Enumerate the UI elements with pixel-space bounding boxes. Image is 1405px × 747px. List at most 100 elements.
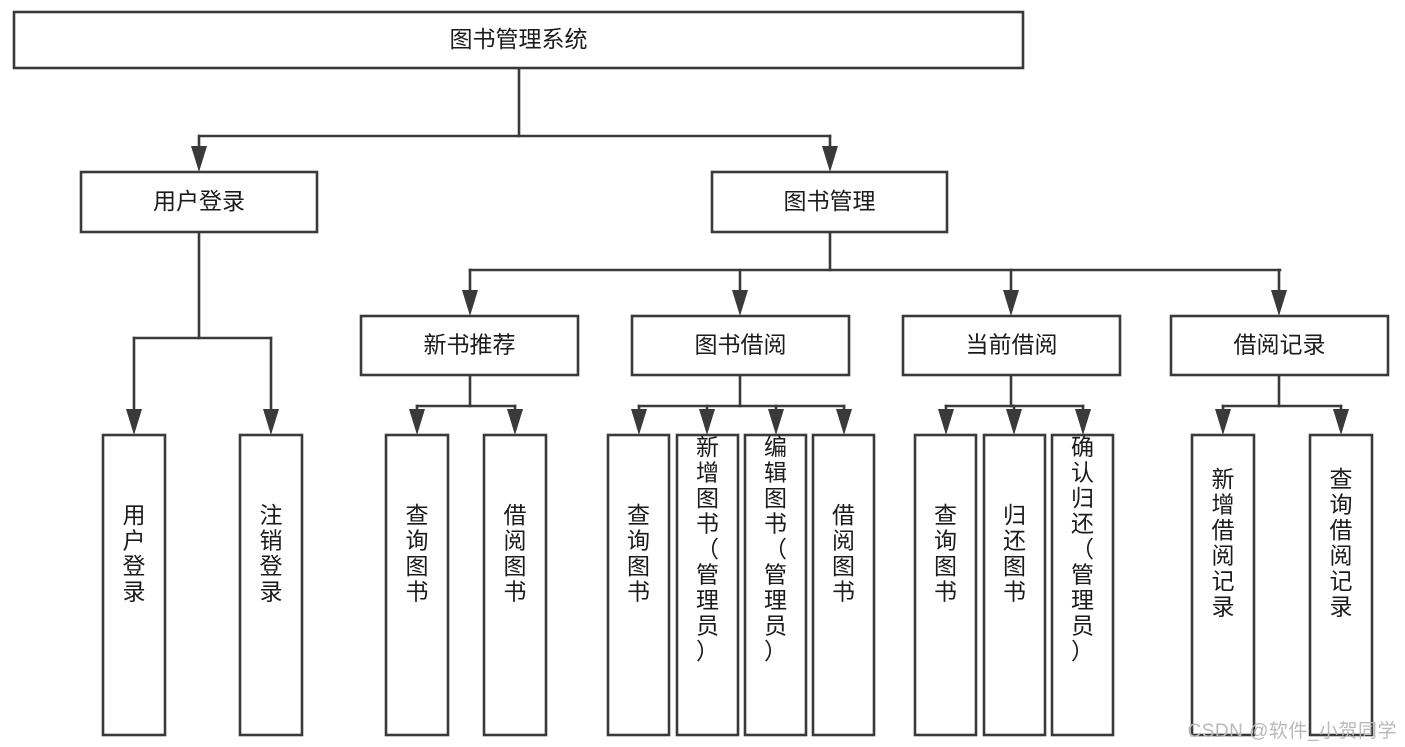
- node-box[interactable]: [238, 433, 304, 737]
- arrow-head-icon: [631, 409, 647, 435]
- arrow-head-icon: [836, 409, 852, 435]
- node-label: 借阅图书: [832, 502, 855, 605]
- node-label: 借阅图书: [504, 502, 527, 605]
- connector-arrow-leaf: [263, 336, 279, 435]
- node-current-borrow[interactable]: 当前借阅: [901, 314, 1122, 377]
- connector-arrow-leaf: [699, 404, 715, 435]
- node-label: 确认归还（管理员）: [1071, 434, 1094, 664]
- node-box[interactable]: [1169, 314, 1390, 377]
- connector-arrow-level3: [732, 268, 748, 316]
- node-box[interactable]: [606, 433, 671, 737]
- node-label: 编辑图书（管理员）: [764, 434, 787, 664]
- connector-bus-new-book-recommend: [415, 373, 517, 408]
- arrow-head-icon: [507, 409, 523, 435]
- node-leaf-return-book[interactable]: 归还图书: [982, 433, 1047, 737]
- arrow-head-icon: [699, 409, 715, 435]
- node-label: 借阅记录: [1234, 332, 1326, 358]
- node-box[interactable]: [1308, 433, 1374, 737]
- node-leaf-add-borrow-record[interactable]: 新增借阅记录: [1190, 433, 1256, 737]
- connector-arrow-level2: [822, 134, 838, 172]
- connector-bus-book-borrow: [637, 373, 846, 408]
- node-label: 查询借阅记录: [1330, 466, 1353, 620]
- arrow-head-icon: [768, 409, 784, 435]
- node-label: 新书推荐: [424, 332, 516, 358]
- arrow-head-icon: [1003, 290, 1019, 316]
- node-box[interactable]: [482, 433, 548, 737]
- arrow-head-icon: [126, 409, 142, 435]
- node-leaf-edit-book-admin[interactable]: 编辑图书（管理员）: [743, 433, 808, 737]
- connector-arrow-leaf: [836, 404, 852, 435]
- arrow-head-icon: [822, 146, 838, 172]
- arrow-head-icon: [938, 409, 954, 435]
- node-label: 查询图书: [627, 502, 650, 605]
- node-box[interactable]: [913, 433, 978, 737]
- node-label: 图书借阅: [695, 332, 787, 358]
- node-leaf-query-borrow-record[interactable]: 查询借阅记录: [1308, 433, 1374, 737]
- connector-bus-book-management: [468, 230, 1282, 272]
- node-book-borrow[interactable]: 图书借阅: [630, 314, 851, 377]
- node-layer: 图书管理系统用户登录图书管理新书推荐图书借阅当前借阅借阅记录用户登录注销登录查询…: [12, 10, 1390, 737]
- connector-bus-borrow-record: [1221, 373, 1343, 408]
- arrow-head-icon: [409, 409, 425, 435]
- node-leaf-query-book-borrow[interactable]: 查询图书: [606, 433, 671, 737]
- connector-arrow-level3: [462, 268, 478, 316]
- node-label: 图书管理系统: [450, 26, 588, 52]
- connector-arrow-leaf: [938, 404, 954, 435]
- node-box[interactable]: [811, 433, 876, 737]
- connector-bus-user-login: [132, 230, 273, 340]
- connector-arrow-leaf: [1075, 404, 1091, 435]
- node-label: 图书管理: [784, 188, 876, 214]
- arrow-head-icon: [191, 146, 207, 172]
- arrow-head-icon: [263, 409, 279, 435]
- node-book-management[interactable]: 图书管理: [710, 170, 949, 234]
- arrow-head-icon: [1215, 409, 1231, 435]
- node-leaf-borrow-book[interactable]: 借阅图书: [811, 433, 876, 737]
- node-label: 用户登录: [153, 188, 245, 214]
- node-box[interactable]: [1050, 433, 1115, 737]
- node-label: 查询图书: [934, 502, 957, 605]
- connector-arrow-leaf: [1215, 404, 1231, 435]
- node-box[interactable]: [675, 433, 740, 737]
- node-box[interactable]: [743, 433, 808, 737]
- node-box[interactable]: [982, 433, 1047, 737]
- node-borrow-record[interactable]: 借阅记录: [1169, 314, 1390, 377]
- node-leaf-query-book-current[interactable]: 查询图书: [913, 433, 978, 737]
- connector-arrow-leaf: [768, 404, 784, 435]
- node-new-book-recommend[interactable]: 新书推荐: [359, 314, 580, 377]
- connector-arrow-level3: [1271, 268, 1287, 316]
- node-label: 注销登录: [260, 502, 283, 605]
- node-label: 当前借阅: [966, 332, 1058, 358]
- node-leaf-borrow-book-recommend[interactable]: 借阅图书: [482, 433, 548, 737]
- connector-arrow-level2: [191, 134, 207, 172]
- node-label: 用户登录: [123, 502, 146, 605]
- node-box[interactable]: [710, 170, 949, 234]
- node-label: 新增图书（管理员）: [696, 434, 719, 664]
- connector-arrow-leaf: [409, 404, 425, 435]
- node-box[interactable]: [12, 10, 1025, 70]
- node-leaf-user-login[interactable]: 用户登录: [101, 433, 167, 737]
- node-box[interactable]: [901, 314, 1122, 377]
- node-root[interactable]: 图书管理系统: [12, 10, 1025, 70]
- node-box[interactable]: [359, 314, 580, 377]
- connector-bus-root: [198, 66, 832, 138]
- node-box[interactable]: [384, 433, 450, 737]
- node-box[interactable]: [101, 433, 167, 737]
- node-leaf-confirm-return-admin[interactable]: 确认归还（管理员）: [1050, 433, 1115, 737]
- node-box[interactable]: [1190, 433, 1256, 737]
- connector-arrow-leaf: [1333, 404, 1349, 435]
- connector-arrow-leaf: [1006, 404, 1022, 435]
- csdn-watermark: CSDN @软件_小贺同学: [1187, 721, 1397, 742]
- node-box[interactable]: [630, 314, 851, 377]
- node-leaf-add-book-admin[interactable]: 新增图书（管理员）: [675, 433, 740, 737]
- node-leaf-query-book-recommend[interactable]: 查询图书: [384, 433, 450, 737]
- node-leaf-user-logout[interactable]: 注销登录: [238, 433, 304, 737]
- connector-arrow-leaf: [631, 404, 647, 435]
- arrow-head-icon: [1075, 409, 1091, 435]
- node-label: 新增借阅记录: [1212, 466, 1235, 620]
- node-user-login[interactable]: 用户登录: [79, 170, 319, 234]
- connector-bus-current-borrow: [944, 373, 1085, 408]
- connector-layer: [126, 66, 1349, 435]
- node-label: 归还图书: [1003, 502, 1026, 605]
- node-box[interactable]: [79, 170, 319, 234]
